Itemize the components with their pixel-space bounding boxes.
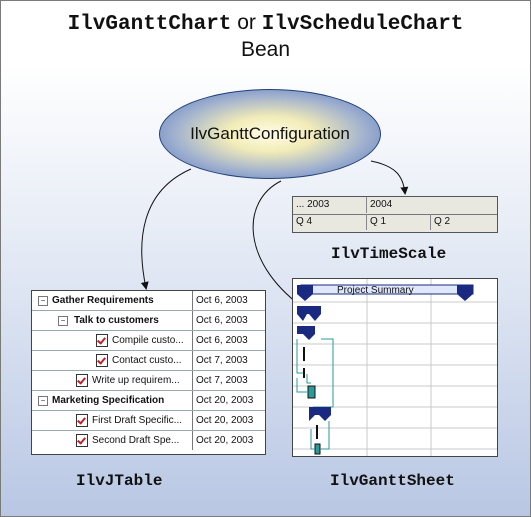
table-cell-date: Oct 6, 2003 [192,311,265,330]
diagram-subtitle: Bean [240,38,291,61]
table-cell-name: Gather Requirements [52,295,154,306]
timescale-quarter-cell: Q 4 [293,214,367,230]
timescale-year-cell: 2004 [370,199,393,210]
table-cell-name: Write up requirem... [92,375,180,386]
table-cell-name: Second Draft Spe... [92,435,180,446]
collapse-icon[interactable]: − [38,296,48,306]
timescale-year-cell: ... 2003 [293,197,367,213]
arrow-to-timescale [370,160,409,195]
table-cell-date: Oct 20, 2003 [192,411,265,430]
task-checklist-icon [76,374,88,387]
jtable-caption: IlvJTable [76,472,163,490]
jtable-widget: − Gather Requirements Oct 6, 2003 − Talk… [31,290,266,455]
task-second-draft-bar[interactable] [314,443,321,455]
project-summary-bar[interactable] [297,284,474,301]
timescale-caption: IlvTimeScale [331,245,447,263]
task-checklist-icon [76,414,88,427]
table-row[interactable]: − Talk to customers Oct 6, 2003 [32,311,265,331]
gantt-configuration-node: IlvGanttConfiguration [159,89,381,179]
table-cell-name: Contact custo... [112,355,182,366]
gantt-sheet-caption: IlvGanttSheet [330,472,455,490]
project-summary-label: Project Summary [337,285,414,296]
task-write-up-bar[interactable] [307,385,316,399]
gather-requirements-bar[interactable] [297,306,321,321]
table-row[interactable]: Contact custo... Oct 7, 2003 [32,351,265,371]
talk-to-customers-bar[interactable] [297,326,315,340]
gantt-configuration-label: IlvGanttConfiguration [190,124,350,143]
title-gantt-chart: IlvGanttChart [67,13,232,36]
table-row[interactable]: First Draft Specific... Oct 20, 2003 [32,411,265,431]
table-row[interactable]: Second Draft Spe... Oct 20, 2003 [32,431,265,451]
table-cell-name: Talk to customers [74,315,159,326]
task-checklist-icon [96,334,108,347]
collapse-icon[interactable]: − [58,316,68,326]
gantt-sheet-widget: Project Summary [292,278,498,457]
task-checklist-icon [76,434,88,447]
arrow-to-gantt-sheet [252,180,303,308]
table-cell-date: Oct 20, 2003 [192,391,265,410]
table-cell-date: Oct 20, 2003 [192,431,265,450]
task-checklist-icon [96,354,108,367]
table-row[interactable]: − Marketing Specification Oct 20, 2003 [32,391,265,411]
table-cell-name: Marketing Specification [52,395,165,406]
timescale-quarter-row: Q 4 Q 1 Q 2 [293,214,497,231]
table-cell-date: Oct 6, 2003 [192,291,265,310]
table-cell-date: Oct 6, 2003 [192,331,265,350]
table-row[interactable]: Write up requirem... Oct 7, 2003 [32,371,265,391]
table-cell-date: Oct 7, 2003 [192,371,265,390]
diagram-title: IlvGanttChart or IlvScheduleChart [1,11,530,36]
arrow-to-table [140,168,192,290]
marketing-specification-bar[interactable] [309,407,331,421]
table-cell-name: Compile custo... [112,335,184,346]
timescale-year-row: ... 2003 2004 [293,197,497,215]
gantt-sheet-canvas: Project Summary [293,279,497,456]
table-row[interactable]: Compile custo... Oct 6, 2003 [32,331,265,351]
dependency-links-marketing [310,421,330,450]
table-cell-name: First Draft Specific... [92,415,183,426]
collapse-icon[interactable]: − [38,396,48,406]
timescale-quarter-cell: Q 1 [367,214,431,230]
gantt-grid [293,279,497,456]
timescale-widget: ... 2003 2004 Q 4 Q 1 Q 2 [292,196,498,233]
timescale-quarter-cell: Q 2 [434,216,451,227]
title-or: or [237,11,256,34]
table-cell-date: Oct 7, 2003 [192,351,265,370]
title-schedule-chart: IlvScheduleChart [261,13,464,36]
table-row[interactable]: − Gather Requirements Oct 6, 2003 [32,291,265,311]
